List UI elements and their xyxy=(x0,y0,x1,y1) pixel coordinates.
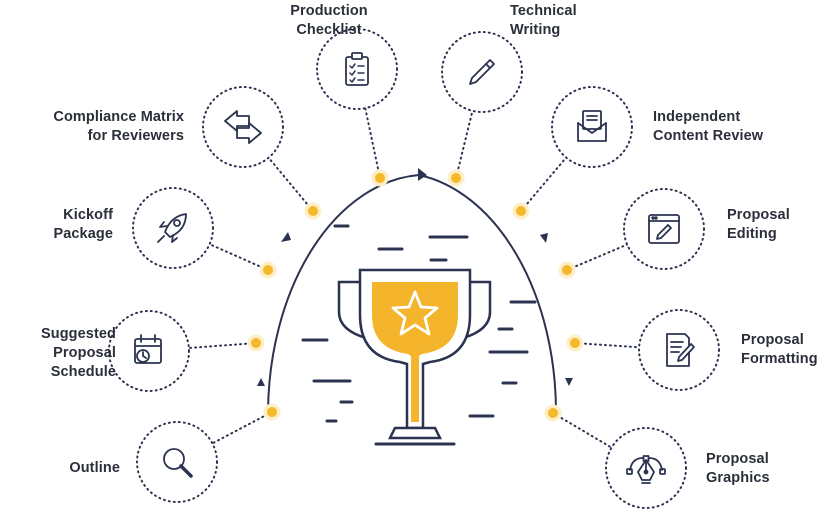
arc-dot xyxy=(267,407,277,417)
arrows-exchange-icon xyxy=(224,110,262,144)
browser-edit-icon xyxy=(648,214,680,244)
label-line: Checklist xyxy=(296,22,362,38)
label-line: Suggested xyxy=(40,326,116,342)
label-line: Independent xyxy=(653,109,741,125)
node-graphics xyxy=(544,404,687,509)
document-pen-icon xyxy=(666,333,695,367)
node-formatting xyxy=(566,309,720,391)
connector-line xyxy=(566,243,629,271)
node-schedule xyxy=(108,310,265,392)
arc-dot xyxy=(570,338,580,348)
label-line: Outline xyxy=(69,460,120,476)
arc-dot xyxy=(548,408,558,418)
connector-line xyxy=(455,109,474,179)
arc-dot xyxy=(308,206,318,216)
envelope-document-icon xyxy=(577,110,607,142)
label-line: Editing xyxy=(727,226,777,242)
clipboard-checklist-icon xyxy=(345,52,369,86)
label-line: Proposal xyxy=(727,207,790,223)
label-line: Graphics xyxy=(706,470,770,486)
arc-arrow-icon xyxy=(418,168,427,181)
node-editing xyxy=(558,188,705,279)
node-writing xyxy=(441,31,523,187)
node-circle xyxy=(202,86,284,168)
arc-dot xyxy=(263,265,273,275)
arc-dot xyxy=(251,338,261,348)
connector-line xyxy=(520,156,568,212)
motion-lines xyxy=(301,224,537,423)
node-circle xyxy=(132,187,214,269)
arc-dot xyxy=(516,206,526,216)
node-compliance xyxy=(202,86,322,220)
connector-line xyxy=(187,342,257,350)
label-line: Compliance Matrix xyxy=(53,109,184,125)
label-line: Proposal xyxy=(741,332,804,348)
label-line: Formatting xyxy=(741,351,818,367)
node-circle xyxy=(551,86,633,168)
label-line: Package xyxy=(53,226,113,242)
node-review xyxy=(512,86,633,220)
label-line: Schedule xyxy=(50,364,116,380)
label-line: Writing xyxy=(510,22,561,38)
connector-line xyxy=(552,412,613,449)
node-circle xyxy=(316,28,398,110)
connector-line xyxy=(574,342,641,349)
arc-arrow-icon xyxy=(257,378,265,386)
label-line: Production xyxy=(290,3,368,19)
pencil-icon xyxy=(469,59,495,85)
arc-dot xyxy=(375,173,385,183)
label-line: Content Review xyxy=(653,128,764,144)
label-line: Technical xyxy=(510,3,577,19)
label-line: Proposal xyxy=(53,345,116,361)
node-circle xyxy=(638,309,720,391)
pen-tool-icon xyxy=(626,455,666,484)
connector-line xyxy=(208,243,269,271)
node-checklist xyxy=(316,28,398,187)
label-outline: Outline xyxy=(69,459,120,478)
node-kickoff xyxy=(132,187,277,279)
node-circle xyxy=(108,310,190,392)
connector-line xyxy=(267,156,314,212)
arc-arrow-icon xyxy=(281,232,291,242)
calendar-icon xyxy=(134,334,162,364)
trophy-star-icon xyxy=(301,224,537,446)
node-circle xyxy=(441,31,523,113)
node-outline xyxy=(136,403,281,503)
label-line: for Reviewers xyxy=(87,128,184,144)
arc-arrow-icon xyxy=(540,233,548,243)
rocket-icon xyxy=(157,213,187,243)
magnifier-icon xyxy=(163,448,193,478)
connector-line xyxy=(211,411,273,445)
arc-dot xyxy=(562,265,572,275)
arc-dot xyxy=(451,173,461,183)
label-line: Kickoff xyxy=(63,207,113,223)
node-circle xyxy=(136,421,218,503)
arc-arrow-icon xyxy=(565,378,573,386)
label-line: Proposal xyxy=(706,451,769,467)
label-compliance: Compliance Matrix for Reviewers xyxy=(53,108,184,146)
connector-line xyxy=(364,107,381,179)
